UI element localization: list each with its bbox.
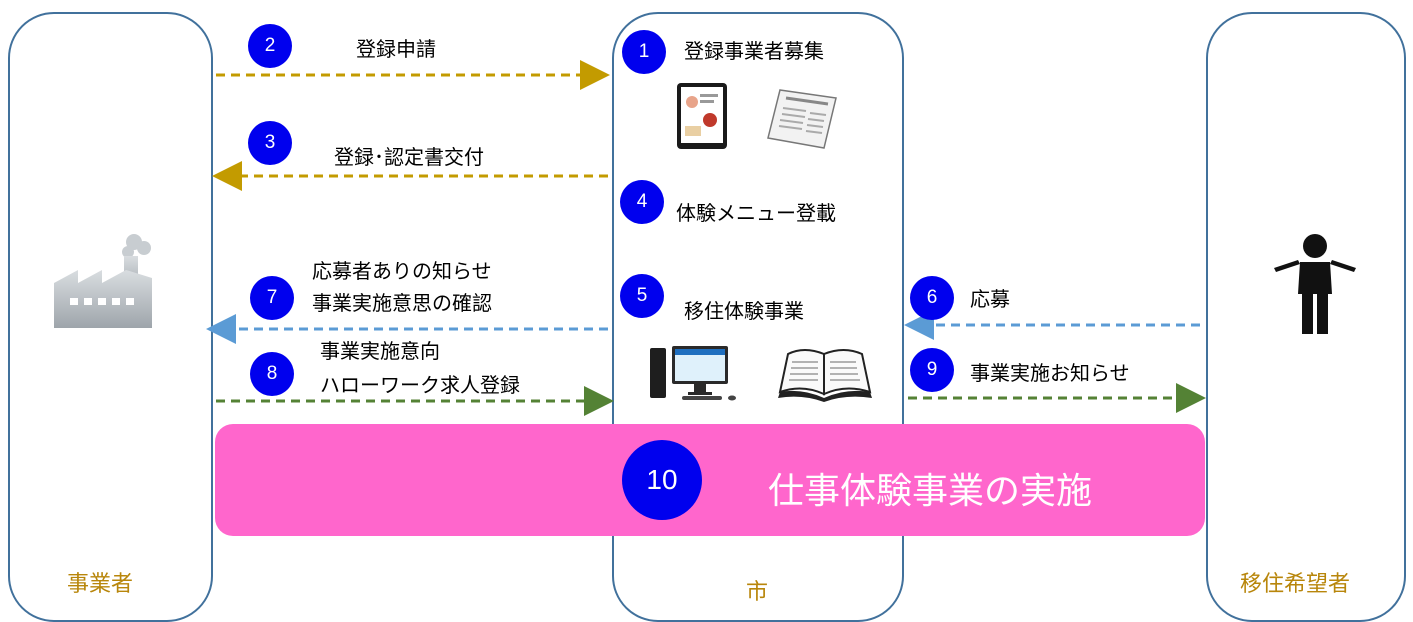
migrant-lane-label: 移住希望者 xyxy=(1240,572,1351,597)
step-2-label: 登録申請 xyxy=(356,37,436,61)
step-7-label-line1: 応募者ありの知らせ xyxy=(312,259,492,283)
step-6-label: 応募 xyxy=(970,287,1010,311)
open-book-icon xyxy=(778,349,872,402)
person-icon xyxy=(1274,234,1356,334)
step-3-badge: 3 xyxy=(248,121,292,165)
step-4-label: 体験メニュー登載 xyxy=(676,201,836,225)
step-10-label: 仕事体験事業の実施 xyxy=(768,471,1093,512)
newspaper-icon xyxy=(767,89,837,149)
step-2-badge: 2 xyxy=(248,24,292,68)
factory-icon xyxy=(54,234,152,328)
step-10-badge: 10 xyxy=(622,440,702,520)
step-8-badge: 8 xyxy=(250,352,294,396)
implementation-banner xyxy=(215,424,1205,536)
step-5-label: 移住体験事業 xyxy=(684,299,804,323)
computer-icon xyxy=(650,346,736,401)
city-lane-label: 市 xyxy=(746,580,769,605)
step-7-label-line2: 事業実施意思の確認 xyxy=(312,291,492,315)
step-7-badge: 7 xyxy=(250,276,294,320)
step-8-label-line1: 事業実施意向 xyxy=(320,339,440,363)
tablet-brochure-icon xyxy=(677,83,727,149)
step-6-badge: 6 xyxy=(910,276,954,320)
step-9-badge: 9 xyxy=(910,348,954,392)
arrows-layer xyxy=(206,60,1206,416)
step-9-label: 事業実施お知らせ xyxy=(970,361,1130,385)
step-1-badge: 1 xyxy=(622,30,666,74)
step-8-label-line2: ハローワーク求人登録 xyxy=(320,373,520,397)
step-5-badge: 5 xyxy=(620,274,664,318)
step-3-label: 登録･認定書交付 xyxy=(334,145,484,169)
step-4-badge: 4 xyxy=(620,180,664,224)
business-lane-label: 事業者 xyxy=(67,572,134,597)
step-1-label: 登録事業者募集 xyxy=(684,39,824,63)
